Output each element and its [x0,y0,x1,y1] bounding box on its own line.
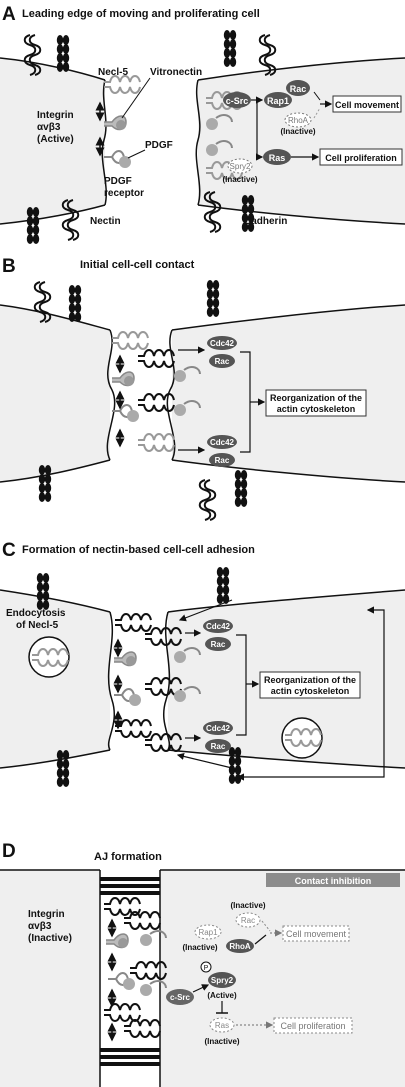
svg-text:Cell movement: Cell movement [335,100,399,110]
svg-text:c-Src: c-Src [226,96,249,106]
actin-reorganization-box [265,389,367,417]
panel-title: AJ formation [94,851,162,863]
ras-node [263,149,291,165]
integrin-label: Integrin [37,110,74,121]
svg-text:Reorganization of the: Reorganization of the [264,675,356,685]
svg-text:c-Src: c-Src [170,993,191,1002]
svg-text:actin cytoskeleton: actin cytoskeleton [277,404,356,414]
right-cell-membrane [195,79,201,206]
adherens-junction-bottom [100,1048,160,1066]
svg-text:C: C [2,540,16,561]
panel-a: A Leading edge of moving and proliferati… [0,4,405,244]
panel-b: B Initial cell-cell contact Cdc42 Rac Cd… [0,256,405,521]
svg-text:actin cytoskeleton: actin cytoskeleton [271,686,350,696]
svg-text:Rac: Rac [215,357,230,366]
svg-text:Rac: Rac [211,640,226,649]
svg-text:(Inactive): (Inactive) [182,943,217,952]
svg-text:Rac: Rac [215,456,230,465]
svg-text:P: P [204,965,209,972]
pdgf-receptor-label: PDGF [104,176,132,187]
svg-text:(Inactive): (Inactive) [204,1037,239,1046]
pdgf-receptor-icon [103,150,132,169]
pdgf-label: PDGF [145,140,173,151]
svg-text:Ras: Ras [215,1021,229,1030]
svg-text:Rap1: Rap1 [198,928,218,937]
rhoa-node [284,112,312,128]
svg-text:D: D [2,841,16,862]
spry2-node [227,158,253,174]
svg-text:Cdc42: Cdc42 [206,724,231,733]
cell-movement-box [332,95,402,113]
svg-text:Cdc42: Cdc42 [206,622,231,631]
nectin-label: Nectin [90,216,121,227]
svg-text:(Inactive): (Inactive) [280,127,315,136]
panel-title: Formation of nectin-based cell-cell adhe… [22,544,255,556]
necl5-label: Necl-5 [98,67,128,78]
svg-text:Cdc42: Cdc42 [210,339,235,348]
svg-text:Rac: Rac [241,916,255,925]
rac-node [209,354,235,368]
svg-text:Cell proliferation: Cell proliferation [325,153,397,163]
rac-node [286,80,310,96]
integrin-icon [103,115,127,131]
rap1-node [264,92,292,108]
contact-inhibition-banner [266,873,400,887]
endocytosis-label: Endocytosis [6,608,66,619]
spry2-node [208,972,236,988]
panel-c: C Formation of nectin-based cell-cell ad… [0,540,405,787]
svg-text:Rac: Rac [211,742,226,751]
csrc-node [223,92,251,108]
cell-proliferation-box [319,148,403,166]
svg-text:(Inactive): (Inactive) [222,175,257,184]
svg-text:Spry2: Spry2 [230,162,251,171]
cadherin-label: Cadherin [244,216,287,227]
integrin-label: Integrin [28,909,65,920]
svg-text:Cell movement: Cell movement [286,929,347,939]
svg-text:Ras: Ras [269,153,286,163]
panel-title: Initial cell-cell contact [80,259,195,271]
panel-title: Leading edge of moving and proliferating… [22,8,260,20]
svg-text:Reorganization of the: Reorganization of the [270,393,362,403]
panel-letter: A [2,4,16,25]
svg-text:(Inactive): (Inactive) [230,901,265,910]
cadherin-icon [56,35,64,72]
svg-text:Spry2: Spry2 [211,976,234,985]
svg-text:B: B [2,256,16,277]
svg-text:Cdc42: Cdc42 [210,438,235,447]
panel-d: D AJ formation Integrin αvβ3 (Inactive) … [0,841,405,1087]
svg-text:Cell proliferation: Cell proliferation [280,1021,345,1031]
svg-text:(Inactive): (Inactive) [28,933,72,944]
svg-text:RhoA: RhoA [229,942,251,951]
svg-text:receptor: receptor [104,188,144,199]
svg-text:Rac: Rac [290,84,307,94]
adherens-junction-top [100,877,160,895]
svg-text:Contact inhibition: Contact inhibition [295,876,372,886]
svg-text:(Active): (Active) [207,991,237,1000]
svg-text:(Active): (Active) [37,134,74,145]
svg-text:RhoA: RhoA [288,116,309,125]
svg-text:αvβ3: αvβ3 [37,122,61,133]
cdc42-node [207,336,237,350]
vitronectin-label: Vitronectin [150,67,202,78]
svg-text:of Necl-5: of Necl-5 [16,620,59,631]
svg-text:αvβ3: αvβ3 [28,921,52,932]
svg-text:Rap1: Rap1 [267,96,289,106]
